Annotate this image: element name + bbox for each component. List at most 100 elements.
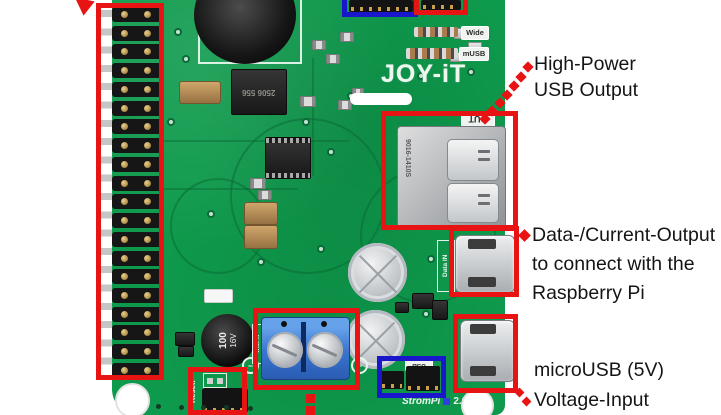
via (257, 258, 265, 266)
transistor (395, 302, 409, 313)
controller-ic (265, 137, 311, 179)
gpio-pin-row (112, 306, 162, 322)
mounting-hole (115, 383, 150, 415)
via (167, 118, 175, 126)
mounting-hole (461, 389, 494, 415)
gpio-pin-row (112, 250, 162, 266)
highlight-data-output (449, 226, 519, 297)
leader-dot-data (518, 229, 531, 242)
leader-dot (306, 406, 315, 415)
usb-a-slot (478, 194, 490, 197)
terminal-screw (307, 332, 343, 368)
strompi-version-silk: StromPi 2.0 (402, 396, 467, 407)
callout-line: Voltage-Input (534, 388, 649, 411)
capacitor (244, 225, 278, 249)
electrolytic-capacitor (348, 243, 407, 302)
leader-dot (514, 387, 525, 398)
callout-line: Data-/Current-Output (532, 224, 716, 246)
connector-anchor (468, 277, 496, 287)
highlight-top-connector-blue (342, 0, 418, 17)
via (427, 255, 435, 263)
usb-jumper-block (380, 371, 404, 389)
gpio-pin-row (112, 362, 162, 378)
gpio-pin-row (112, 63, 162, 79)
pcb-trace (148, 188, 298, 190)
silk-label-musb: mUSB (459, 47, 489, 61)
via (174, 28, 182, 36)
gpio-pin-row (112, 81, 162, 97)
ic-pins (266, 138, 310, 143)
leader-dot (522, 61, 534, 73)
capacitor-value: 100 (217, 332, 229, 349)
terminal-divider (301, 322, 306, 372)
leader-dot (515, 71, 527, 83)
connector-anchor (468, 239, 496, 249)
board-version: 2.0 (453, 396, 467, 407)
terminal-screw (267, 332, 303, 368)
usb-a-slot (478, 150, 490, 153)
highlight-gpio-header (96, 3, 164, 380)
power-diode: 2506 556 (231, 69, 287, 115)
leader-dot (306, 394, 315, 403)
gpio-pin-row (112, 100, 162, 116)
resistor-row (406, 48, 458, 59)
smd-component (326, 54, 340, 64)
callout-high-power: High-Power USB Output (534, 52, 638, 103)
callout-data-output: Data-/Current-Output to connect with the… (532, 221, 715, 308)
gpio-pin-row (112, 213, 162, 229)
terminal-hole (281, 321, 287, 327)
gpio-pin-row (112, 25, 162, 41)
joy-it-logo: JOY-iT (381, 60, 467, 88)
via (317, 245, 325, 253)
smd-component (338, 100, 352, 110)
transistor (175, 332, 195, 346)
pcb-trace (134, 140, 349, 142)
via (467, 68, 475, 76)
smd-component (250, 178, 266, 189)
smd-component (217, 378, 223, 384)
smd-component (207, 378, 213, 384)
edge-pad (179, 405, 184, 410)
edge-pad (201, 405, 206, 410)
highlight-top-connector-red (414, 0, 468, 15)
gpio-pin-row (112, 7, 162, 22)
smd-component (300, 96, 316, 107)
pcb-trace (312, 58, 314, 176)
callout-line: Raspberry Pi (532, 282, 645, 304)
callout-line: microUSB (5V) (534, 359, 665, 381)
power-led (443, 398, 451, 405)
capacitor (179, 81, 221, 104)
top-connector-musb (421, 0, 461, 10)
via (207, 210, 215, 218)
smd-component (258, 190, 272, 200)
connector-anchor (470, 324, 496, 334)
edge-pad (248, 406, 253, 411)
leader-dot (521, 396, 532, 407)
resistor-row (414, 27, 458, 37)
silk-minus: − (242, 357, 259, 374)
transistor (412, 293, 434, 309)
leader-dot (508, 80, 520, 92)
reset-ic (203, 373, 227, 388)
gpio-pin-stubs (100, 10, 112, 375)
ic-pins (266, 173, 310, 178)
gpio-pin-row (112, 231, 162, 247)
gpio-pin-row (112, 138, 162, 154)
gpio-pin-row (112, 325, 162, 341)
via (422, 310, 430, 318)
highlight-voltage-input (453, 314, 518, 393)
board-slot (350, 93, 412, 105)
highlight-reset-jumper (188, 367, 247, 415)
highlight-usb-output (381, 111, 518, 230)
via (182, 55, 190, 63)
highlight-usb-jumper (377, 356, 446, 398)
diode-marking: 2506 556 (242, 87, 276, 97)
usb-a-marking: 9016-1410S (404, 139, 411, 178)
via (302, 118, 310, 126)
transistor (432, 300, 448, 320)
led (204, 289, 233, 303)
gpio-pin-row (112, 288, 162, 304)
gpio-pin-row (112, 194, 162, 210)
board-name: StromPi (402, 396, 441, 407)
